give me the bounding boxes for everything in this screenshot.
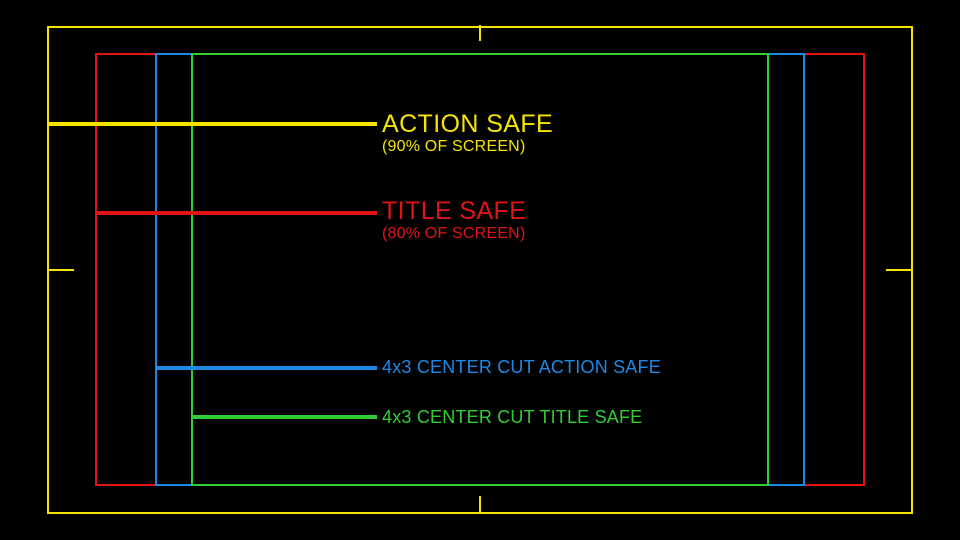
center-cut-title-safe-label: 4x3 CENTER CUT TITLE SAFE <box>382 407 643 427</box>
action-safe-label: ACTION SAFE <box>382 110 554 138</box>
center-tick-right <box>886 269 912 271</box>
center-cut-action-safe-label: 4x3 CENTER CUT ACTION SAFE <box>382 357 661 377</box>
action-safe-leader-line <box>48 122 377 126</box>
title-safe-leader-line <box>96 211 377 215</box>
center-tick-left <box>48 269 74 271</box>
center-tick-bottom <box>479 496 481 514</box>
action-safe-rect <box>47 26 913 514</box>
title-safe-label: TITLE SAFE <box>382 197 527 225</box>
title-safe-sublabel: (80% OF SCREEN) <box>382 225 526 242</box>
center-cut-action-safe-leader-line <box>156 366 377 370</box>
action-safe-sublabel: (90% OF SCREEN) <box>382 138 526 155</box>
center-cut-title-safe-leader-line <box>192 415 377 419</box>
center-tick-top <box>479 25 481 41</box>
center-cut-title-safe-rect <box>191 53 769 486</box>
